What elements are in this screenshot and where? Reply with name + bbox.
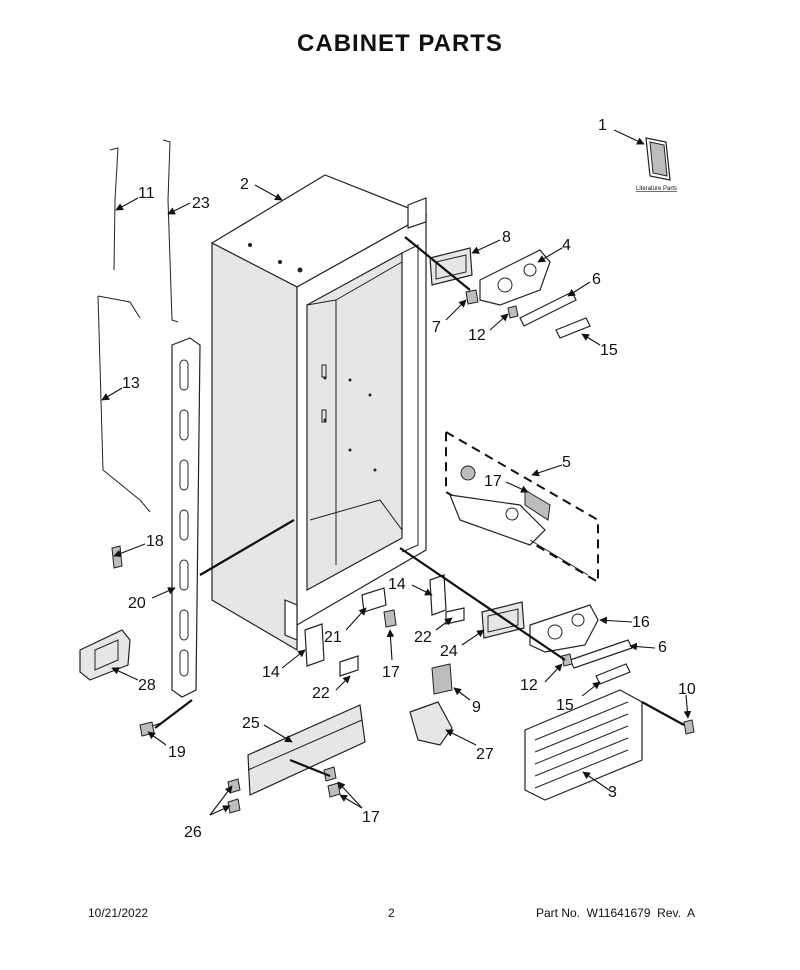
callout-28: 28: [138, 677, 156, 694]
callout-22a: 22: [414, 629, 432, 646]
callout-4: 4: [562, 237, 571, 254]
screw-26a: [227, 778, 241, 794]
callout-12b: 12: [520, 677, 538, 694]
callout-8: 8: [502, 229, 511, 246]
page-title: CABINET PARTS: [297, 30, 503, 57]
clip-18: [111, 545, 123, 569]
hinge-16: [529, 604, 599, 653]
callout-24: 24: [440, 643, 458, 660]
screw-12: [507, 305, 519, 319]
literature-parts-label: Literature Parts: [636, 186, 677, 192]
cover-27: [409, 701, 453, 746]
bushing-7: [465, 289, 479, 305]
callout-26: 26: [184, 824, 202, 841]
shim-22b: [339, 655, 359, 677]
bracket-14a: [429, 574, 447, 616]
callout-17a: 17: [484, 473, 502, 490]
callout-3: 3: [608, 784, 617, 801]
lower-hinge-group: [304, 574, 695, 801]
callout-25: 25: [242, 715, 260, 732]
callout-19: 19: [168, 744, 186, 761]
hinge-kit-5: [445, 430, 599, 584]
callout-27: 27: [476, 746, 494, 763]
callout-20: 20: [128, 595, 146, 612]
callout-17b: 17: [382, 664, 400, 681]
footer-part-number: Part No. W11641679 Rev. A: [536, 906, 695, 920]
bracket-6: [519, 291, 577, 327]
side-rail-20: [171, 337, 201, 698]
callout-16: 16: [632, 614, 650, 631]
callout-13: 13: [122, 375, 140, 392]
callout-6b: 6: [658, 639, 667, 656]
reference-lines: [154, 236, 685, 778]
callout-14a: 14: [388, 576, 406, 593]
callout-7: 7: [432, 319, 441, 336]
footer-page-number: 2: [388, 906, 395, 920]
callout-17c: 17: [362, 809, 380, 826]
callout-22b: 22: [312, 685, 330, 702]
callout-2: 2: [240, 176, 249, 193]
hinge-4: [479, 249, 551, 306]
callout-9: 9: [472, 699, 481, 716]
leader-lines: [101, 129, 692, 816]
grille-3: [524, 689, 643, 801]
bracket-14b: [304, 623, 325, 667]
cabinet: [210, 174, 428, 652]
callout-1: 1: [598, 117, 607, 134]
callout-labels: 1 2 3 4 5 6 6 7 8 9 10 11 12 12 13 14 14…: [122, 117, 696, 841]
callout-15b: 15: [556, 697, 574, 714]
callout-10: 10: [678, 681, 696, 698]
screw-17b: [383, 609, 397, 628]
callout-15a: 15: [600, 342, 618, 359]
screw-12b: [561, 653, 573, 667]
callout-5: 5: [562, 454, 571, 471]
upper-hinge-group: [429, 247, 591, 339]
callout-11: 11: [138, 185, 155, 202]
callout-14b: 14: [262, 664, 280, 681]
bracket-21: [361, 587, 387, 613]
screw-17c: [323, 766, 337, 782]
switch-9: [431, 663, 453, 695]
literature-parts: Literature Parts: [636, 137, 677, 192]
wire-13: [97, 295, 151, 513]
screw-10: [683, 719, 695, 735]
rod-11: [109, 147, 119, 271]
callout-6a: 6: [592, 271, 601, 288]
shim-22a: [445, 607, 465, 625]
rod-23: [162, 139, 179, 323]
callout-23: 23: [192, 195, 210, 212]
shim-15b: [595, 663, 631, 685]
callout-12a: 12: [468, 327, 486, 344]
hinge-cover-8: [429, 247, 473, 286]
shim-15: [555, 317, 591, 339]
callout-21: 21: [324, 629, 342, 646]
kickplate-25: [227, 704, 366, 814]
footer-date: 10/21/2022: [88, 906, 149, 920]
screw-17d: [327, 782, 341, 798]
callout-18: 18: [146, 533, 164, 550]
